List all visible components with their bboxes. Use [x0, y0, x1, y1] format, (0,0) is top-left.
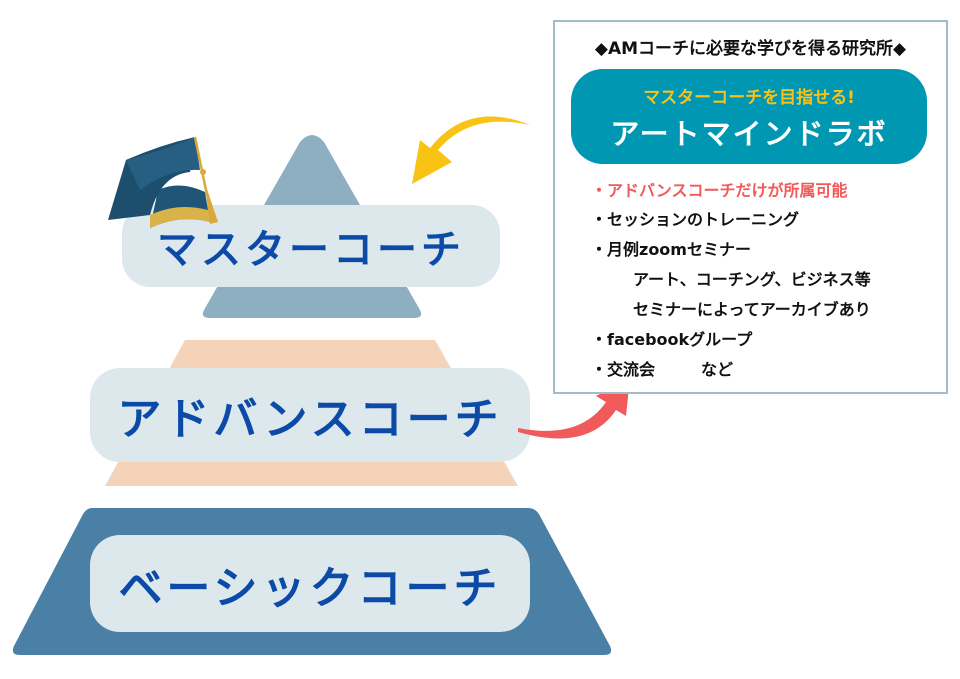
list-subitem: セミナーによってアーカイブあり — [633, 300, 871, 319]
list-subitem: アート、コーチング、ビジネス等 — [633, 270, 871, 289]
advance-label-bg — [90, 368, 530, 462]
advance-coach-label: アドバンスコーチ — [117, 394, 503, 445]
yellow-arrow-icon — [412, 116, 530, 184]
master-coach-label: マスターコーチ — [157, 227, 465, 273]
list-item: ・セッションのトレーニング — [591, 210, 800, 229]
list-item: ・facebookグループ — [591, 330, 753, 349]
graduation-cap-icon — [108, 136, 218, 228]
list-item: ・月例zoomセミナー — [591, 240, 751, 259]
list-item: ・交流会など — [591, 360, 734, 379]
master-label-bg — [122, 205, 500, 287]
list-item: ・アドバンスコーチだけが所属可能 — [591, 181, 848, 200]
basic-label-bg — [90, 535, 530, 632]
banner-title: アートマインドラボ — [610, 117, 888, 151]
banner-subtitle: マスターコーチを目指せる! — [643, 88, 855, 108]
basic-coach-label: ベーシックコーチ — [118, 562, 502, 614]
art-mind-lab-info-box: ◆AMコーチに必要な学びを得る研究所◆ マスターコーチを目指せる! アートマイン… — [553, 20, 948, 394]
info-title: ◆AMコーチに必要な学びを得る研究所◆ — [594, 39, 907, 59]
lab-banner: マスターコーチを目指せる! アートマインドラボ — [571, 69, 927, 164]
